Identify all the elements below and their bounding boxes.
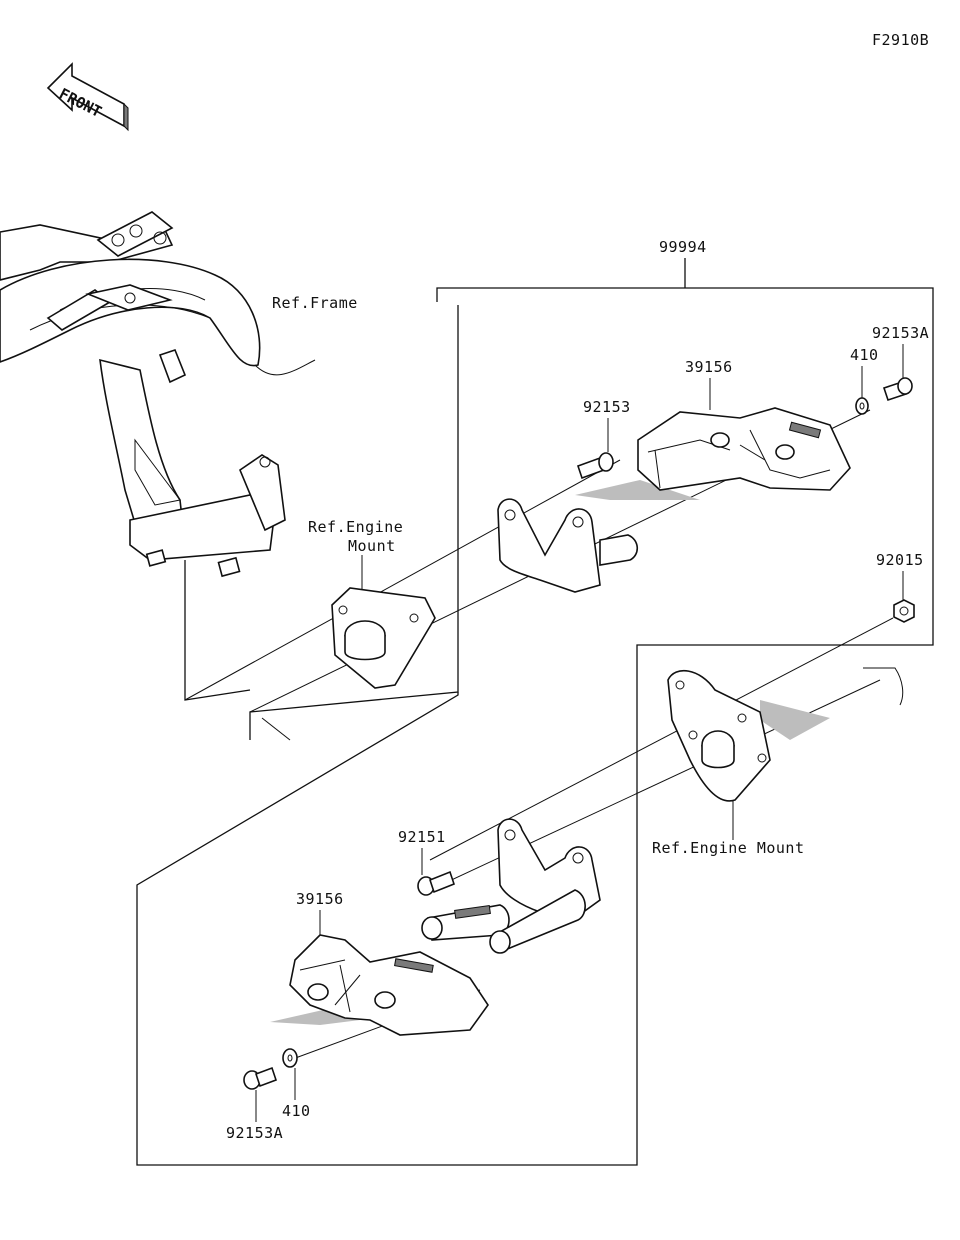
ref-engine-mount-upper-line2: Mount	[348, 537, 396, 555]
screw-upper-icon	[882, 377, 913, 402]
lower-group-outline	[136, 644, 862, 1166]
washer-upper-icon	[855, 397, 869, 415]
upper-bracket-plate	[497, 498, 639, 593]
engine-mount-lower	[667, 669, 830, 802]
ref-engine-mount-upper-line1: Ref.Engine	[308, 518, 403, 536]
engine-mount-upper	[331, 587, 436, 689]
frame-leader-lines	[184, 560, 251, 701]
screw-upper-part-number: 92153A	[872, 324, 929, 342]
ref-frame-label: Ref.Frame	[272, 294, 358, 312]
screw-lower-part-number: 92153A	[226, 1124, 283, 1142]
kit-part-number: 99994	[659, 238, 707, 256]
ref-engine-mount-lower: Ref.Engine Mount	[652, 839, 805, 857]
lower-bracket-plate	[421, 818, 601, 954]
kit-bracket	[436, 258, 934, 302]
upper-group-outline	[249, 305, 459, 740]
washer-upper-part-number: 410	[850, 346, 879, 364]
nut-icon	[893, 599, 915, 623]
washer-lower-icon	[282, 1048, 298, 1068]
front-arrow-icon: FRONT	[46, 62, 129, 132]
nut-part-number: 92015	[876, 551, 924, 569]
slider-upper-part-number: 39156	[685, 358, 733, 376]
slider-lower-part-number: 39156	[296, 890, 344, 908]
bolt-lower-icon	[417, 870, 455, 896]
slider-lower	[270, 934, 489, 1036]
washer-lower-part-number: 410	[282, 1102, 311, 1120]
frame-drawing	[0, 211, 316, 578]
slider-upper	[575, 407, 851, 500]
bolt-lower-part-number: 92151	[398, 828, 446, 846]
screw-lower-icon	[243, 1066, 278, 1090]
bolt-upper-icon	[576, 452, 614, 480]
bolt-upper-part-number: 92153	[583, 398, 631, 416]
nut-leader-bracket	[862, 302, 934, 646]
figure-code: F2910B	[872, 31, 929, 49]
